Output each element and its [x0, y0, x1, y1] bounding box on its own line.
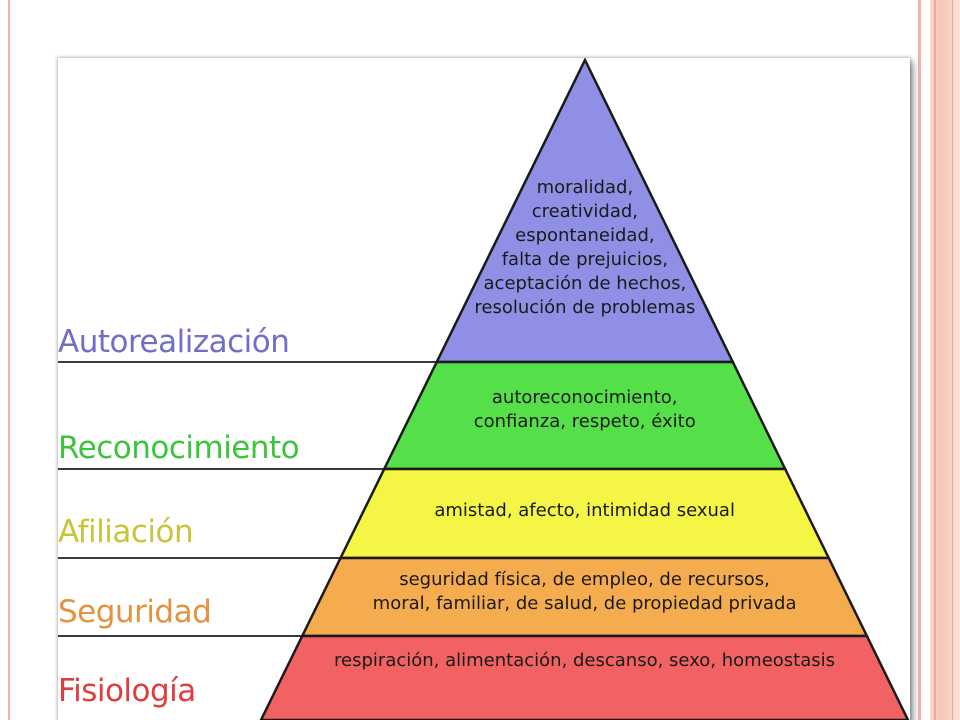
tier-text-autorealizacion: moralidad, creatividad, espontaneidad, f… [285, 176, 885, 320]
tier-text-fisiologia: respiración, alimentación, descanso, sex… [285, 649, 885, 673]
tier-line: seguridad física, de empleo, de recursos… [399, 569, 770, 590]
pyramid-tier-4 [259, 634, 910, 720]
tier-line: espontaneidad, [515, 225, 655, 246]
level-label-seguridad: Seguridad [58, 594, 212, 630]
slide-side-band [930, 0, 960, 720]
slide-frame-right [918, 0, 921, 720]
tier-text-seguridad: seguridad física, de empleo, de recursos… [285, 568, 885, 616]
tier-line: moral, familiar, de salud, de propiedad … [372, 593, 797, 614]
pyramid-svg [58, 58, 910, 720]
pyramid-diagram: moralidad, creatividad, espontaneidad, f… [58, 58, 910, 720]
tier-line: amistad, afecto, intimidad sexual [434, 500, 735, 521]
slide-frame-left [8, 0, 10, 720]
tier-line: resolución de problemas [474, 297, 696, 318]
tier-text-reconocimiento: autoreconocimiento, confianza, respeto, … [285, 386, 885, 434]
tier-line: moralidad, [536, 177, 634, 198]
tier-text-afiliacion: amistad, afecto, intimidad sexual [285, 499, 885, 523]
tier-line: autoreconocimiento, [491, 387, 678, 408]
level-label-reconocimiento: Reconocimiento [58, 430, 300, 466]
tier-line: aceptación de hechos, [483, 273, 687, 294]
level-label-afiliacion: Afiliación [58, 514, 194, 550]
tier-line: creatividad, [531, 201, 639, 222]
tier-line: respiración, alimentación, descanso, sex… [334, 650, 836, 671]
tier-line: falta de prejuicios, [501, 249, 669, 270]
tier-line: confianza, respeto, éxito [473, 411, 696, 432]
level-label-fisiologia: Fisiología [58, 673, 196, 709]
level-label-autorealizacion: Autorealización [58, 324, 290, 360]
